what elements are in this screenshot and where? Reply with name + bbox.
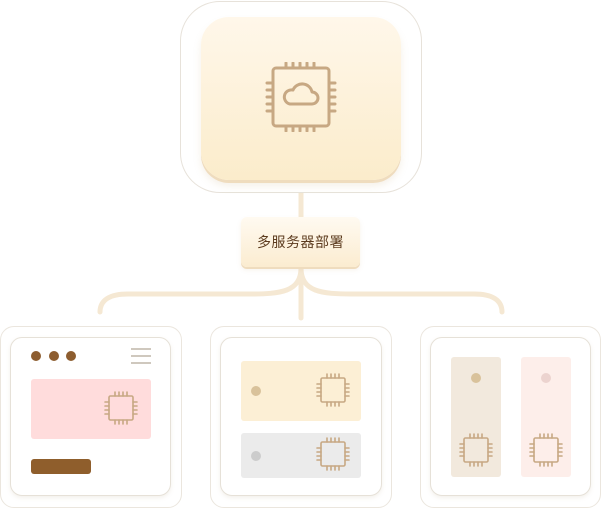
chip-icon <box>316 373 350 407</box>
rack-unit-cream <box>241 361 361 421</box>
chip-icon <box>316 437 350 471</box>
chip-icon <box>529 433 563 467</box>
brown-bar <box>31 459 91 474</box>
rack-unit-gray <box>241 433 361 478</box>
cloud-chip-icon <box>265 62 337 132</box>
window-dot <box>49 351 59 361</box>
status-led <box>541 373 551 383</box>
status-led <box>471 373 481 383</box>
status-led <box>251 451 261 461</box>
menu-icon <box>131 348 151 364</box>
chip-icon <box>104 391 138 425</box>
status-led <box>251 386 261 396</box>
deployment-label: 多服务器部署 <box>241 217 360 267</box>
pink-panel <box>31 379 151 439</box>
window-dot <box>66 351 76 361</box>
window-dot <box>31 351 41 361</box>
top-node-card[interactable] <box>201 17 401 180</box>
chip-icon <box>459 433 493 467</box>
